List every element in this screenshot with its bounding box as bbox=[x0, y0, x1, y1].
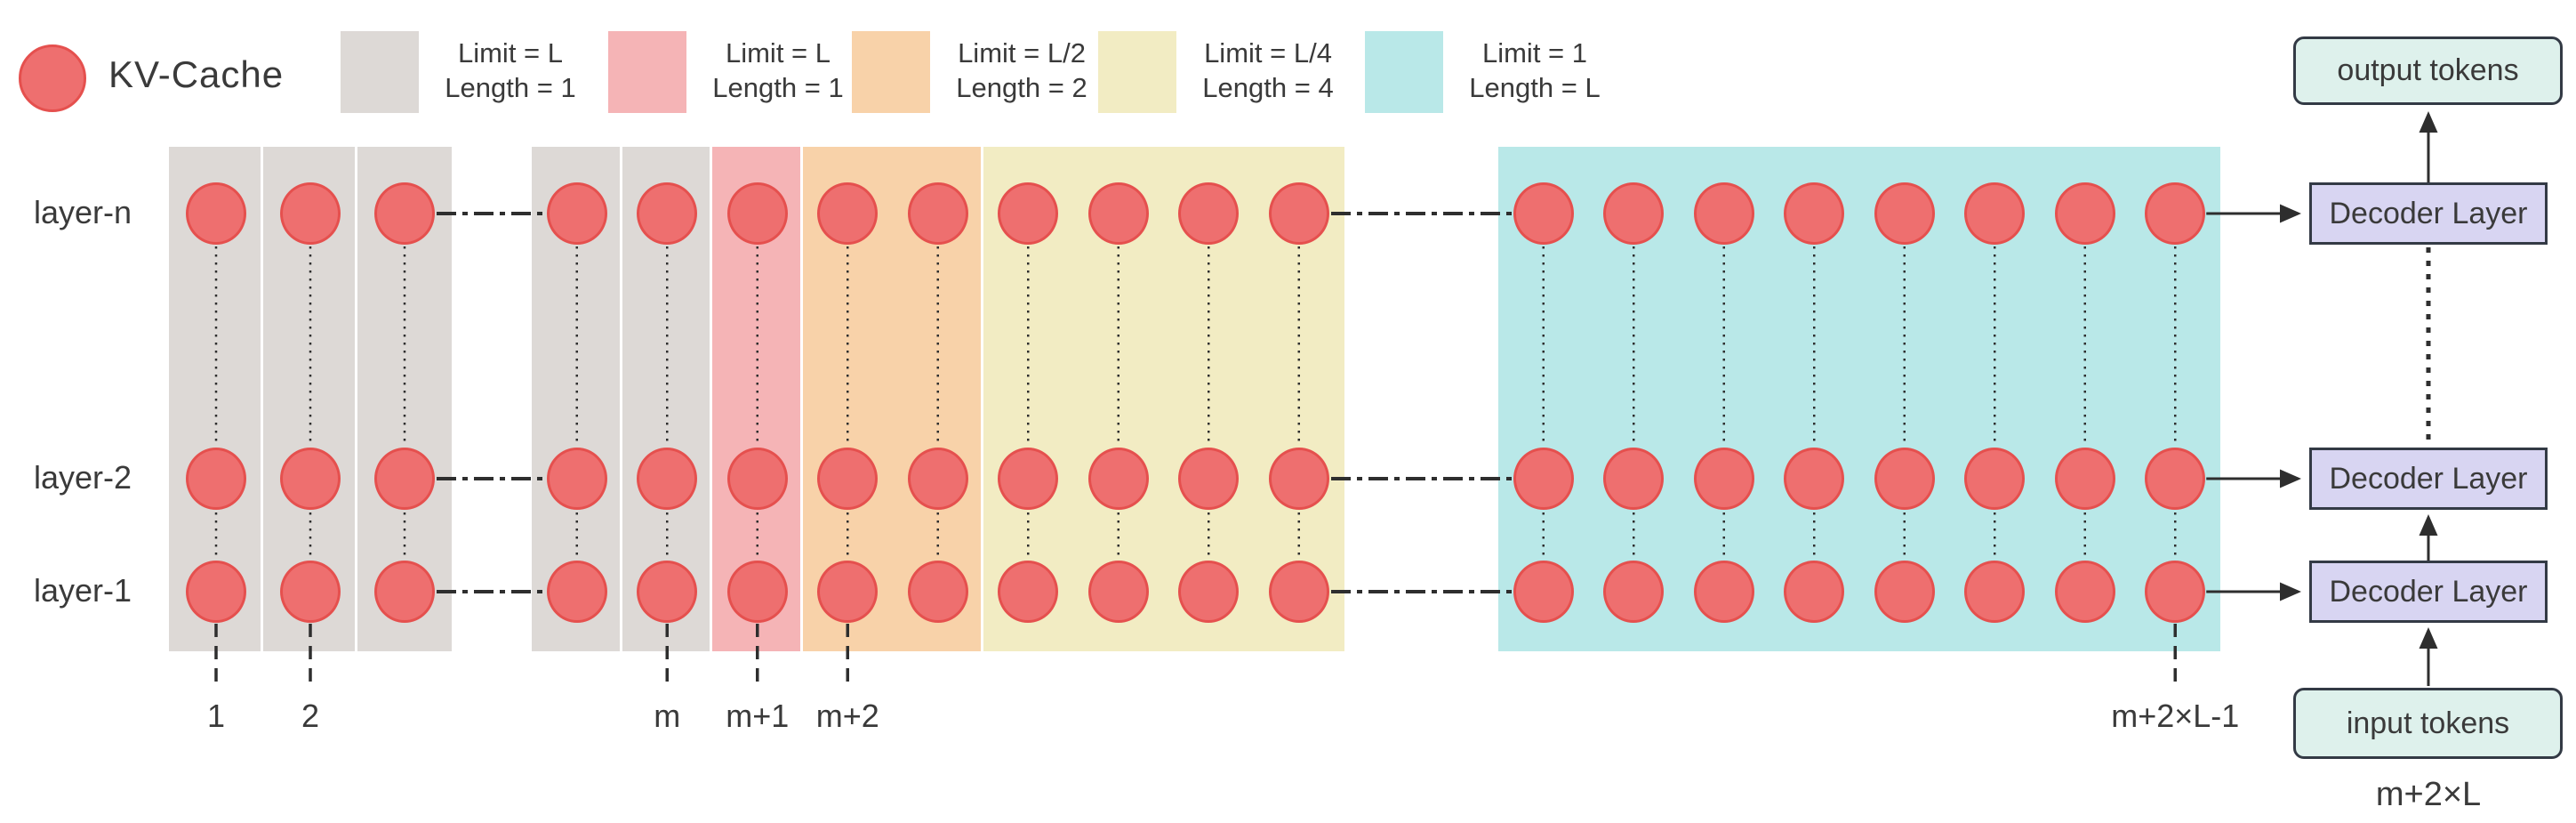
decoder-layer-box-top: Decoder Layer bbox=[2309, 182, 2548, 245]
kv-cache-circle bbox=[1784, 182, 1845, 245]
kv-cache-circle bbox=[280, 448, 341, 510]
legend-swatch-cyan bbox=[1365, 31, 1443, 113]
kv-cache-circle bbox=[1784, 561, 1845, 623]
legend-swatch-pink bbox=[608, 31, 686, 113]
kv-cache-circle bbox=[1693, 561, 1754, 623]
kv-cache-circle bbox=[1784, 448, 1845, 510]
kv-cache-circle bbox=[1268, 182, 1329, 245]
kv-cache-circle bbox=[1087, 561, 1149, 623]
layer-label-layer-n: layer-n bbox=[33, 194, 132, 230]
kv-cache-circle bbox=[1603, 182, 1665, 245]
position-label: m+2 bbox=[815, 698, 879, 734]
kv-cache-circle bbox=[1268, 561, 1329, 623]
kv-cache-circle bbox=[1513, 182, 1574, 245]
position-label: m+1 bbox=[726, 698, 790, 734]
kv-cache-circle bbox=[907, 448, 968, 510]
kv-cache-circle bbox=[998, 448, 1059, 510]
kv-cache-circle bbox=[2054, 448, 2115, 510]
kv-cache-circle bbox=[2145, 561, 2206, 623]
kv-cache-circle bbox=[726, 561, 788, 623]
kv-cache-circle bbox=[374, 182, 435, 245]
kv-cache-circle bbox=[374, 448, 435, 510]
kv-cache-circle bbox=[186, 448, 246, 510]
kv-cache-circle bbox=[1964, 561, 2026, 623]
kv-cache-circle bbox=[1874, 561, 1935, 623]
input-tokens-box: input tokens bbox=[2293, 688, 2563, 759]
kv-cache-circle bbox=[1874, 448, 1935, 510]
kv-cache-circle bbox=[280, 182, 341, 245]
kv-cache-circle bbox=[1964, 448, 2026, 510]
kv-cache-circle bbox=[2145, 182, 2206, 245]
kv-cache-circle bbox=[637, 448, 698, 510]
kv-cache-circle bbox=[1693, 182, 1754, 245]
legend-swatch-gray bbox=[341, 31, 419, 113]
input-count-label: m+2×L bbox=[2375, 776, 2482, 813]
kv-cache-circle bbox=[1603, 448, 1665, 510]
kv-cache-circle bbox=[546, 448, 607, 510]
kv-cache-circle bbox=[1087, 182, 1149, 245]
kv-cache-circle bbox=[546, 182, 607, 245]
kv-cache-circle bbox=[1693, 448, 1754, 510]
kv-cache-circle bbox=[998, 561, 1059, 623]
kv-cache-circle bbox=[907, 182, 968, 245]
layer-label-layer-2: layer-2 bbox=[33, 459, 132, 496]
kv-cache-legend-icon bbox=[19, 44, 86, 112]
kv-cache-circle bbox=[637, 561, 698, 623]
kv-cache-circle bbox=[998, 182, 1059, 245]
kv-cache-circle bbox=[817, 448, 879, 510]
kv-cache-circle bbox=[2145, 448, 2206, 510]
kv-cache-circle bbox=[1178, 448, 1240, 510]
kv-cache-circle bbox=[2054, 561, 2115, 623]
position-label: 2 bbox=[301, 698, 320, 734]
output-tokens-box: output tokens bbox=[2293, 36, 2563, 105]
kv-cache-circle bbox=[546, 561, 607, 623]
kv-cache-circle bbox=[726, 182, 788, 245]
kv-cache-circle bbox=[1874, 182, 1935, 245]
kv-cache-circle bbox=[1603, 561, 1665, 623]
kv-cache-circle bbox=[186, 182, 246, 245]
kv-cache-circle bbox=[907, 561, 968, 623]
kv-cache-circle bbox=[1513, 448, 1574, 510]
kv-cache-circle bbox=[2054, 182, 2115, 245]
decoder-layer-box-bottom: Decoder Layer bbox=[2309, 561, 2548, 623]
legend-swatch-yellow bbox=[1098, 31, 1176, 113]
kv-cache-circle bbox=[1178, 182, 1240, 245]
kv-cache-circle bbox=[374, 561, 435, 623]
kv-cache-circle bbox=[637, 182, 698, 245]
layer-label-layer-1: layer-1 bbox=[33, 572, 132, 609]
kv-cache-legend-label: KV-Cache bbox=[108, 53, 285, 95]
kv-cache-circle bbox=[186, 561, 246, 623]
kv-cache-circle bbox=[817, 561, 879, 623]
position-label: m bbox=[654, 698, 681, 734]
decoder-layer-box-middle: Decoder Layer bbox=[2309, 448, 2548, 510]
kv-cache-circle bbox=[280, 561, 341, 623]
kv-cache-circle bbox=[1178, 561, 1240, 623]
legend-swatch-orange bbox=[852, 31, 930, 113]
kv-cache-circle bbox=[817, 182, 879, 245]
kv-cache-circle bbox=[1268, 448, 1329, 510]
kv-cache-circle bbox=[1087, 448, 1149, 510]
kv-cache-circle bbox=[1513, 561, 1574, 623]
position-label: 1 bbox=[206, 698, 226, 734]
kv-cache-circle bbox=[726, 448, 788, 510]
position-label: m+2×L-1 bbox=[2111, 698, 2240, 734]
kv-cache-circle bbox=[1964, 182, 2026, 245]
